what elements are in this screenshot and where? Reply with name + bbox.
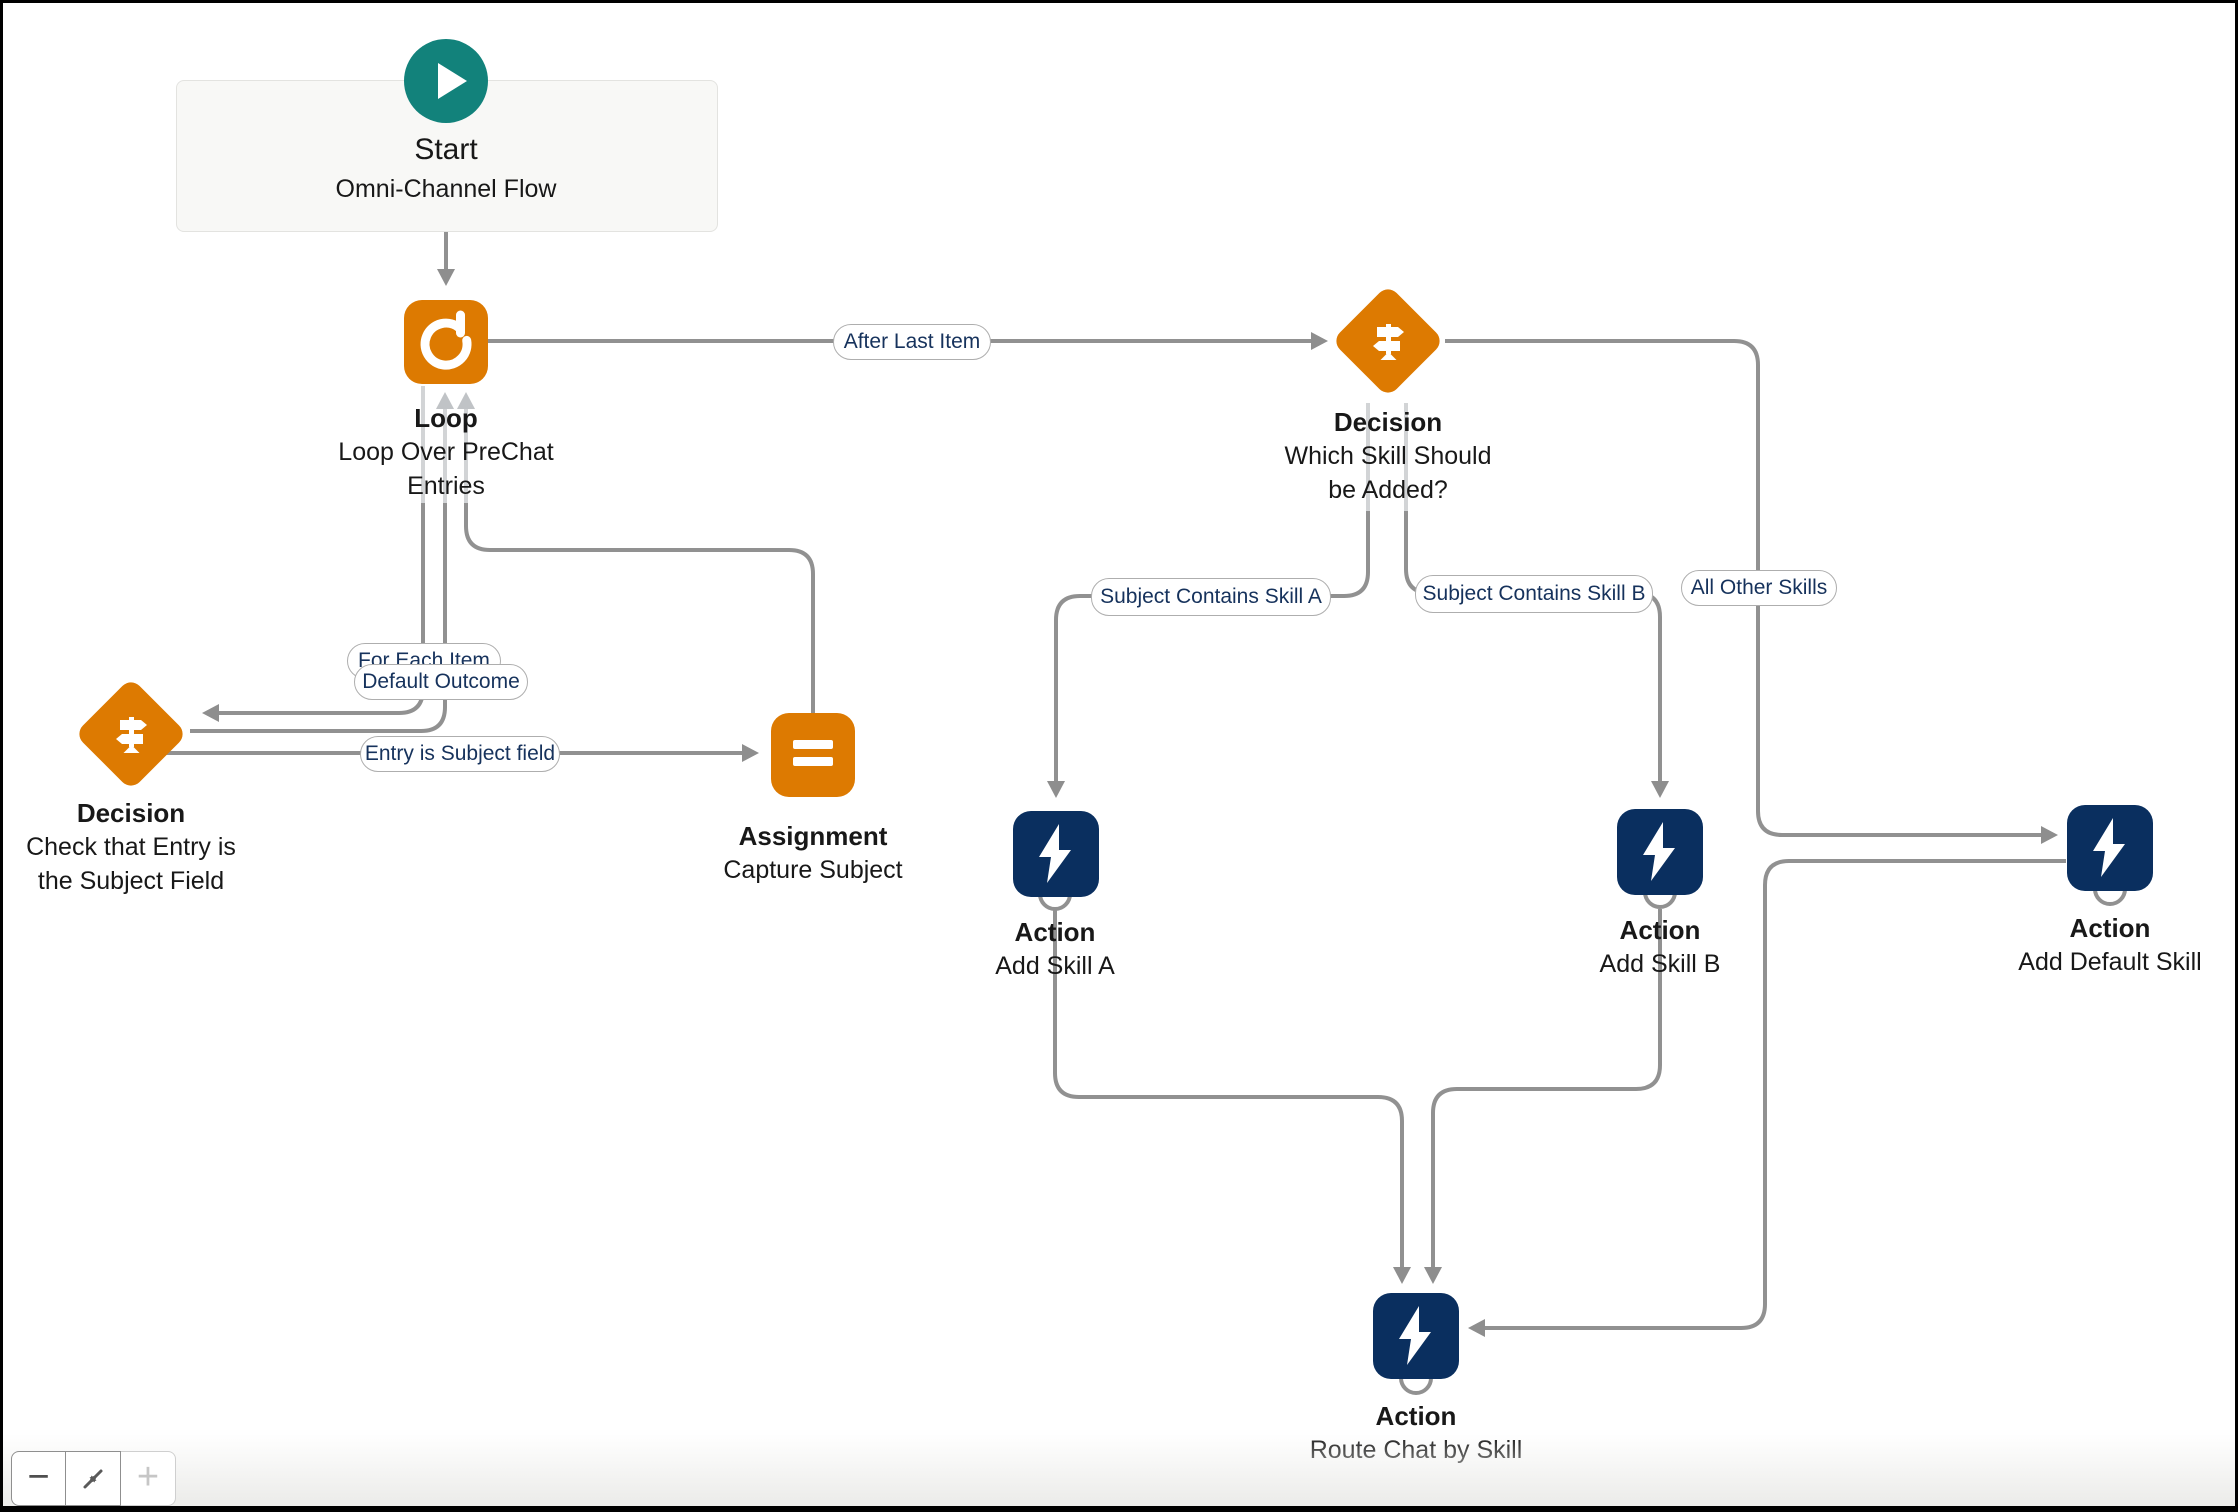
action-subtitle: Route Chat by Skill: [1309, 1436, 1523, 1464]
arrowhead: [1047, 781, 1065, 798]
connector-skill-a: [1054, 511, 1370, 781]
arrowhead: [1468, 1319, 1485, 1337]
assignment-title: Assignment: [738, 821, 888, 851]
arrowhead: [437, 269, 455, 286]
decision-check-entry-label: Decision Check that Entry is the Subject…: [6, 796, 256, 898]
arrowhead: [1424, 1267, 1442, 1284]
decision-node-check-entry[interactable]: [74, 677, 188, 791]
connector-skill-b: [1404, 511, 1662, 781]
connector-default-route: [1485, 859, 2066, 1330]
arrowhead: [457, 392, 475, 409]
action-title: Action: [2069, 913, 2151, 943]
start-node-button[interactable]: [404, 39, 488, 123]
action-subtitle: Add Skill A: [995, 952, 1115, 980]
action-title: Action: [1014, 917, 1096, 947]
arrowhead: [1393, 1267, 1411, 1284]
start-subtitle: Omni-Channel Flow: [335, 175, 557, 203]
decision-which-skill-label: Decision Which Skill Should be Added?: [1268, 405, 1508, 507]
assignment-node-label: Assignment Capture Subject: [663, 819, 963, 887]
fit-view-icon: [83, 1469, 103, 1488]
decision-subtitle: Which Skill Should be Added?: [1284, 442, 1492, 504]
action-title: Action: [1619, 915, 1701, 945]
action-title: Action: [1375, 1401, 1457, 1431]
zoom-in-button[interactable]: +: [121, 1451, 176, 1506]
loop-subtitle: Loop Over PreChat Entries: [338, 438, 554, 500]
connector-label-all-other-skills: All Other Skills: [1681, 570, 1837, 606]
start-title: Start: [414, 133, 478, 166]
decision-title: Decision: [76, 798, 186, 828]
arrowhead: [1311, 332, 1328, 350]
connector-label-after-last-item: After Last Item: [833, 324, 991, 360]
arrowhead: [436, 392, 454, 409]
action-add-default-skill-label: Action Add Default Skill: [1970, 911, 2235, 979]
play-icon: [438, 63, 467, 99]
action-node-add-skill-b[interactable]: [1617, 809, 1703, 895]
connector-label-skill-a: Subject Contains Skill A: [1091, 578, 1331, 616]
signpost-icon: [116, 717, 147, 753]
start-node-label: Start Omni-Channel Flow: [336, 129, 557, 207]
action-subtitle: Add Default Skill: [2018, 948, 2202, 976]
lightning-icon: [1643, 822, 1675, 881]
assignment-node[interactable]: [771, 713, 855, 797]
connector-skill-a-route: [1053, 909, 1404, 1267]
assignment-subtitle: Capture Subject: [723, 856, 903, 884]
zoom-out-button[interactable]: −: [11, 1451, 66, 1506]
zoom-controls: − +: [11, 1451, 176, 1506]
decision-title: Decision: [1333, 407, 1443, 437]
connector-assignment-loop: [464, 503, 815, 715]
decision-subtitle: Check that Entry is the Subject Field: [26, 833, 236, 895]
arrowhead: [202, 704, 219, 722]
lightning-icon: [1399, 1306, 1431, 1365]
loop-title: Loop: [414, 403, 478, 433]
connector-skill-b-route: [1431, 909, 1662, 1267]
action-node-add-default-skill[interactable]: [2067, 805, 2153, 891]
connector-label-skill-b: Subject Contains Skill B: [1415, 575, 1653, 613]
arrowhead: [742, 744, 759, 762]
connector-label-entry-subject: Entry is Subject field: [360, 736, 560, 772]
action-subtitle: Add Skill B: [1599, 950, 1721, 978]
action-node-route-chat[interactable]: [1373, 1293, 1459, 1379]
arrowhead: [2041, 826, 2058, 844]
arrowhead: [1651, 781, 1669, 798]
equals-icon: [793, 740, 833, 766]
loop-icon: [420, 310, 472, 370]
fit-view-button[interactable]: [66, 1451, 121, 1506]
signpost-icon: [1373, 324, 1404, 360]
connector-default-outcome: [190, 503, 447, 733]
action-add-skill-a-label: Action Add Skill A: [925, 915, 1185, 983]
lightning-icon: [1039, 824, 1071, 883]
decision-node-which-skill[interactable]: [1331, 284, 1445, 398]
action-node-add-skill-a[interactable]: [1013, 811, 1099, 897]
action-add-skill-b-label: Action Add Skill B: [1530, 913, 1790, 981]
loop-node[interactable]: [404, 300, 488, 384]
lightning-icon: [2093, 818, 2125, 877]
loop-node-label: Loop Loop Over PreChat Entries: [321, 401, 571, 503]
connector-label-default-outcome: Default Outcome: [354, 664, 528, 700]
action-route-chat-label: Action Route Chat by Skill: [1266, 1399, 1566, 1467]
